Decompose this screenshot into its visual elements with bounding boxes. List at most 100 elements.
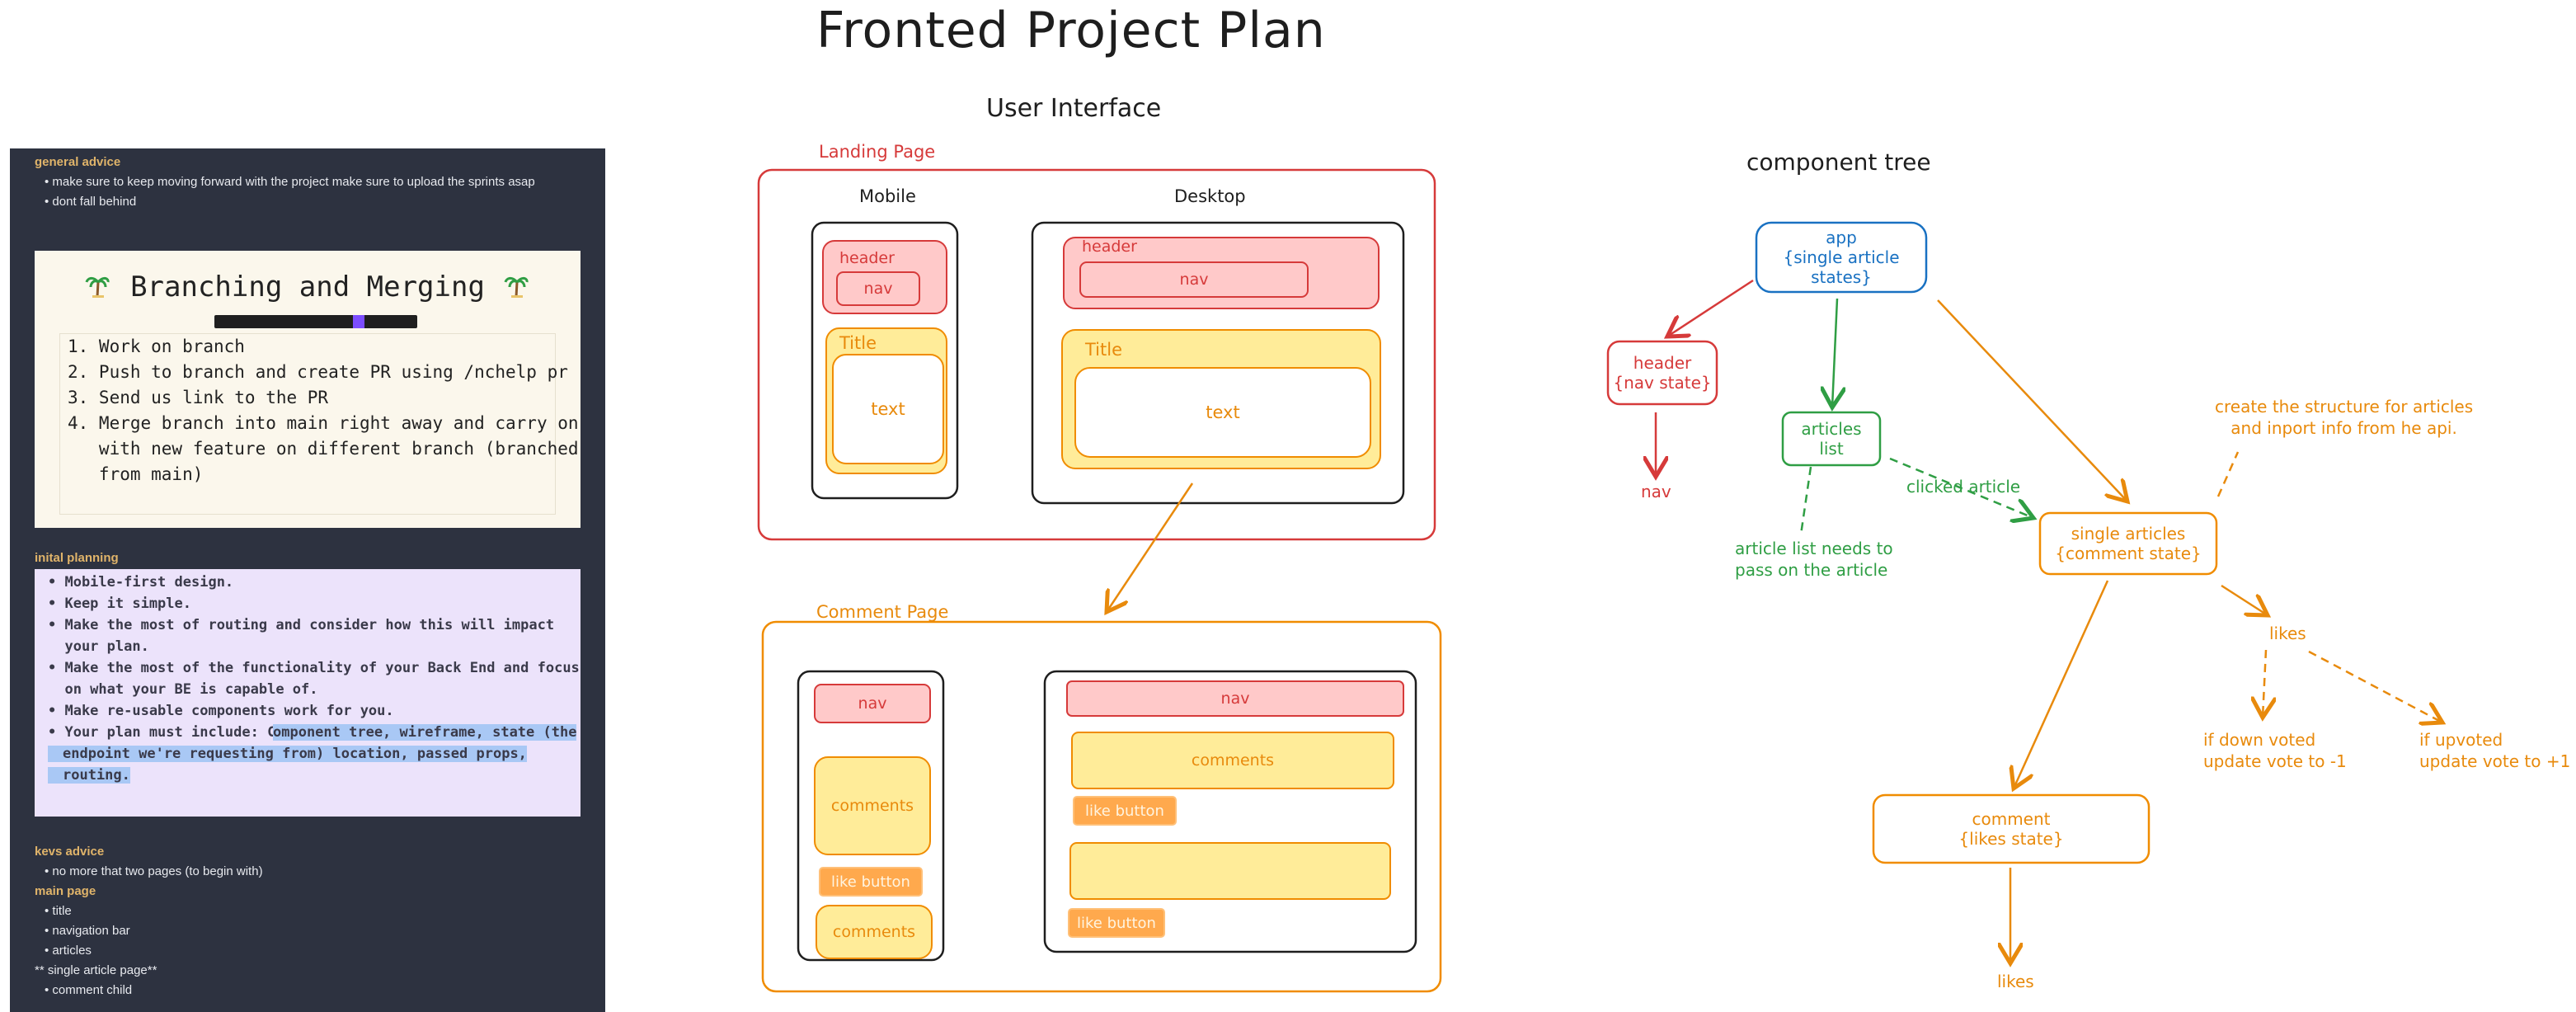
likes-to-up-arrow	[2308, 650, 2442, 723]
mobile-label: Mobile	[859, 186, 916, 206]
comment-desktop-like-label: like button	[1085, 802, 1164, 820]
article-note-line: pass on the article	[1735, 560, 1888, 580]
app-line: states}	[1811, 267, 1872, 287]
article-note-line: article list needs to	[1735, 539, 1893, 558]
app-node-label: app {single article states}	[1756, 223, 1926, 292]
comment-desktop-nav-label: nav	[1220, 690, 1250, 708]
down-voted-note: if down voted update vote to -1	[2203, 729, 2347, 772]
step-line: 2. Push to branch and create PR using /n…	[68, 362, 568, 382]
single-to-likes-arrow	[2221, 584, 2268, 615]
mobile-text-box	[832, 354, 944, 464]
desktop-text-box	[1074, 367, 1371, 458]
likes-to-down-arrow	[2263, 649, 2266, 718]
notes-panel: general advice make sure to keep moving …	[10, 148, 605, 1012]
list-item: make sure to keep moving forward with th…	[45, 175, 534, 189]
app-node	[1755, 221, 1928, 294]
list-item: articles	[45, 944, 92, 958]
planning-line: on what your BE is capable of.	[48, 681, 318, 698]
step-line: from main)	[68, 464, 204, 484]
branching-card: Branching and Merging 1. Work on branch …	[35, 251, 581, 528]
ui-title: User Interface	[986, 94, 1162, 123]
desktop-frame	[1031, 221, 1405, 505]
desktop-label: Desktop	[1174, 186, 1246, 206]
comment-desktop-comments-box	[1071, 732, 1394, 789]
upvoted-line: update vote to +1	[2419, 751, 2571, 771]
single-line: {comment state}	[2055, 544, 2202, 563]
planning-line: • Make the most of the functionality of …	[48, 660, 580, 676]
comment-mobile-like-label: like button	[831, 873, 910, 891]
comment-line: {likes state}	[1958, 829, 2064, 849]
landing-page-frame	[757, 168, 1436, 541]
branching-title: Branching and Merging	[130, 271, 485, 304]
upvoted-note: if upvoted update vote to +1	[2419, 729, 2570, 772]
single-line: single articles	[2071, 524, 2186, 544]
article-note: article list needs to pass on the articl…	[1735, 538, 1893, 581]
comment-node-label: comment {likes state}	[1873, 795, 2149, 863]
mobile-frame	[811, 221, 959, 500]
selected-text[interactable]: endpoint we're requesting from) location…	[48, 746, 527, 762]
landing-page-label: Landing Page	[819, 142, 936, 162]
comment-desktop-comments-label: comments	[1191, 751, 1275, 770]
mobile-title-label: Title	[839, 333, 877, 353]
comment-mobile-like-box	[819, 867, 923, 897]
general-advice-heading: general advice	[35, 155, 121, 169]
header-node	[1606, 340, 1718, 406]
step-line: 1. Work on branch	[68, 337, 245, 356]
comment-node	[1872, 793, 2151, 864]
selected-text[interactable]: routing.	[48, 767, 130, 784]
comment-desktop-like2-box	[1068, 908, 1165, 938]
palm-tree-icon	[503, 272, 529, 299]
header-line: header	[1633, 353, 1692, 373]
toolbar-highlight[interactable]	[353, 315, 364, 328]
comment-desktop-comments2-box	[1069, 842, 1391, 900]
articles-list-label: articles list	[1783, 412, 1880, 465]
palm-tree-icon	[84, 272, 110, 299]
comment-page-label: Comment Page	[816, 602, 949, 622]
single-article-heading: ** single article page**	[35, 963, 157, 977]
step-line: 4. Merge branch into main right away and…	[68, 413, 579, 433]
desktop-text-label: text	[1206, 402, 1240, 422]
list-item: title	[45, 904, 71, 918]
comment-mobile-frame	[797, 670, 945, 962]
comment-page-frame	[761, 620, 1442, 993]
structure-note: create the structure for articles and in…	[2215, 396, 2473, 439]
planning-line: • Keep it simple.	[48, 595, 191, 612]
clicked-article-label: clicked article	[1906, 477, 2021, 497]
articles-to-single-arrow	[1889, 457, 2033, 518]
planning-line: • Your plan must include: C	[48, 724, 276, 741]
comment-desktop-like2-label: like button	[1077, 914, 1156, 932]
step-line: 3. Send us link to the PR	[68, 388, 329, 407]
list-item: no more that two pages (to begin with)	[45, 864, 262, 878]
app-line: app	[1826, 228, 1857, 247]
header-node-label: header {nav state}	[1608, 341, 1717, 404]
mobile-header-label: header	[839, 249, 895, 267]
kevs-advice-heading: kevs advice	[35, 845, 105, 859]
comment-likes-label: likes	[1997, 972, 2034, 991]
app-to-articles-arrow	[1832, 298, 1837, 407]
steps-box	[59, 333, 556, 515]
likes-label: likes	[2269, 624, 2306, 643]
structure-note-line: create the structure for articles	[2215, 397, 2474, 417]
initial-planning-heading: inital planning	[35, 551, 119, 565]
tree-title: component tree	[1746, 148, 1931, 176]
comment-mobile-comments-box	[814, 756, 931, 855]
mobile-text-label: text	[871, 399, 905, 419]
app-to-header-arrow	[1667, 279, 1754, 337]
mobile-nav-label: nav	[863, 280, 893, 298]
page-title: Fronted Project Plan	[816, 2, 1326, 59]
planning-line: • Mobile-first design.	[48, 574, 234, 591]
nav-leaf-label: nav	[1641, 482, 1671, 501]
selected-text[interactable]: omponent tree, wireframe, state (the	[273, 724, 577, 741]
comment-mobile-nav-box	[814, 684, 931, 723]
desktop-header-label: header	[1082, 238, 1137, 256]
planning-line: your plan.	[48, 638, 149, 655]
structure-note-line: and inport info from he api.	[2230, 418, 2457, 438]
comment-desktop-frame	[1043, 670, 1417, 953]
down-voted-line: update vote to -1	[2203, 751, 2347, 771]
comment-desktop-like-box	[1073, 796, 1177, 826]
comment-mobile-comments2-box	[816, 905, 933, 959]
format-toolbar[interactable]	[214, 315, 417, 328]
app-to-single-arrow	[1937, 299, 2127, 501]
landing-to-comment-arrow	[1107, 482, 1194, 612]
